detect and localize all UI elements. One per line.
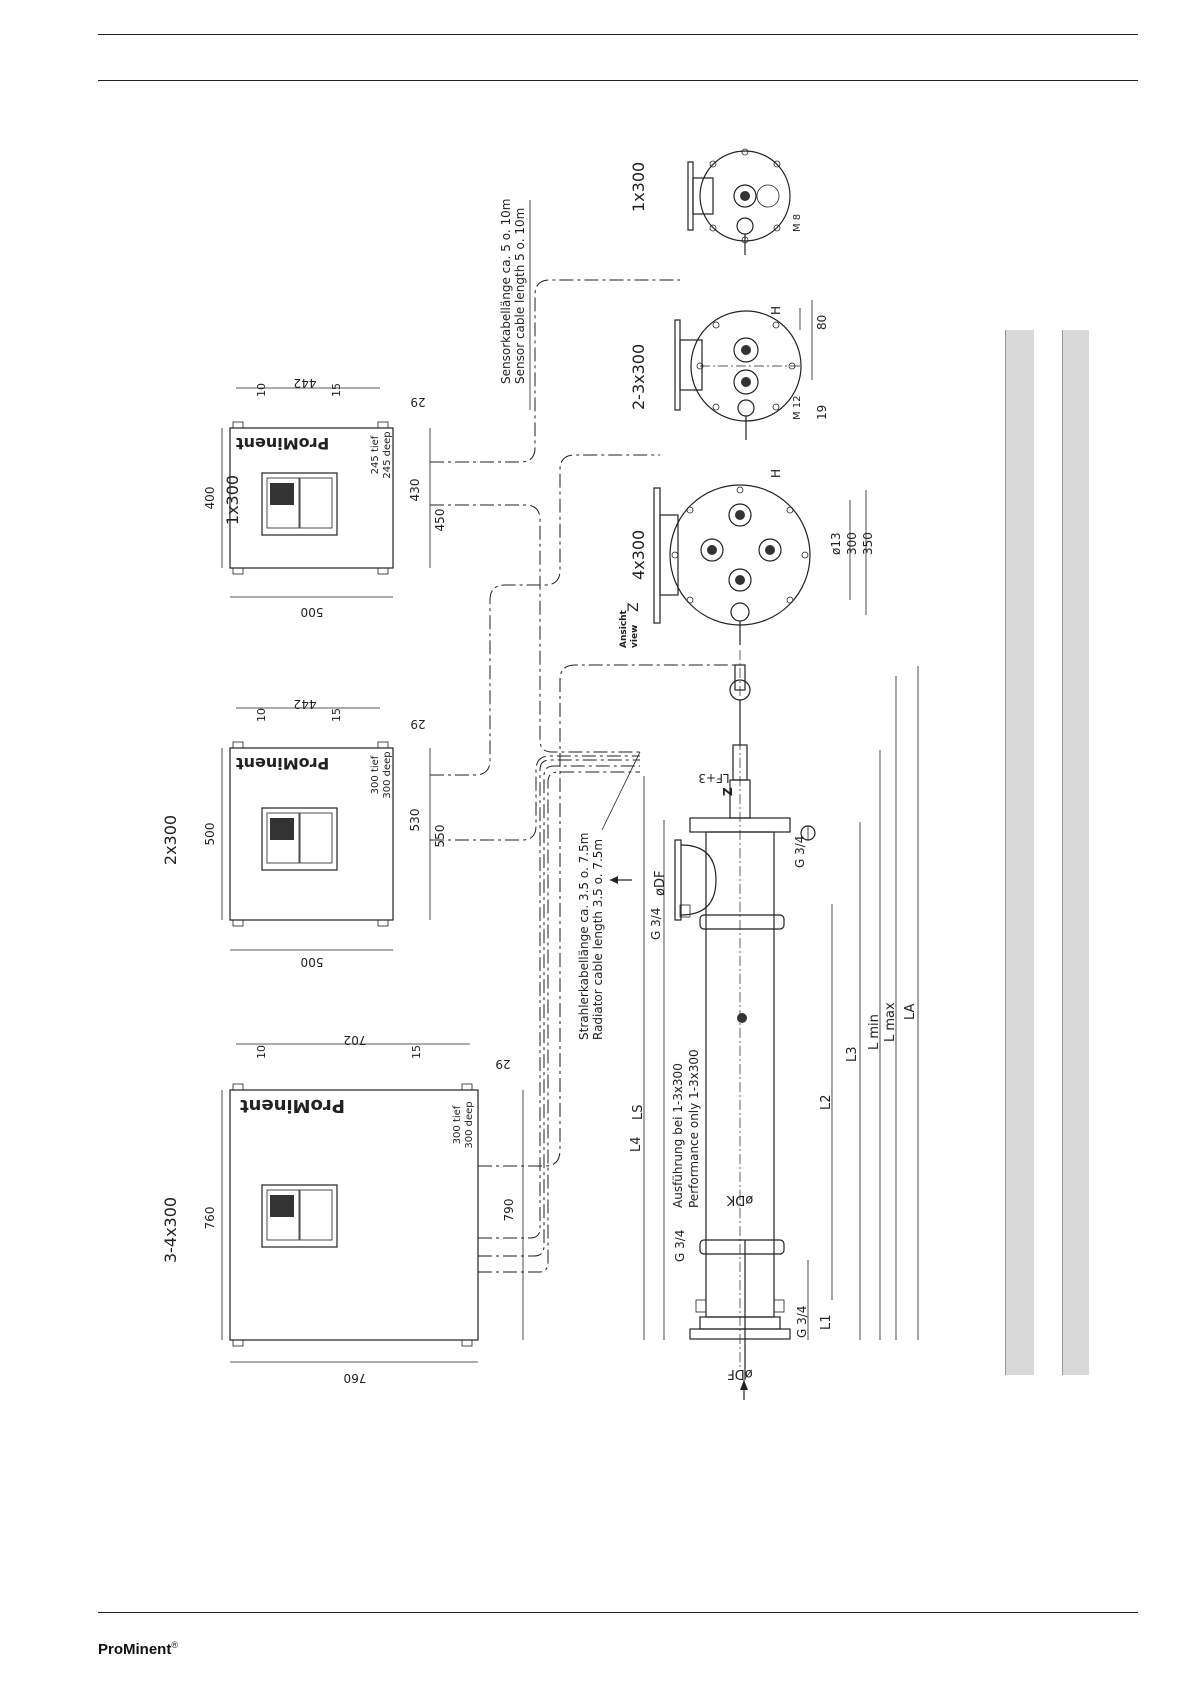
svg-text:300 deep: 300 deep bbox=[382, 751, 393, 798]
svg-text:Performance only 1-3x300: Performance only 1-3x300 bbox=[687, 1049, 701, 1208]
svg-text:15: 15 bbox=[410, 1045, 423, 1059]
svg-text:300 deep: 300 deep bbox=[464, 1101, 475, 1148]
sensor-cable-en: Sensor cable length 5 o. 10m bbox=[513, 208, 527, 384]
cabinet-1x300: ProMinent 1x300 400 500 430 450 442 10 1… bbox=[203, 376, 447, 619]
flange-2-3x300-title: 2-3x300 bbox=[629, 344, 648, 410]
svg-text:300 tief: 300 tief bbox=[452, 1105, 463, 1144]
svg-text:15: 15 bbox=[330, 383, 343, 397]
svg-text:ProMinent: ProMinent bbox=[236, 754, 330, 773]
svg-text:LS: LS bbox=[631, 1105, 646, 1121]
svg-text:245 deep: 245 deep bbox=[382, 431, 393, 478]
svg-text:550: 550 bbox=[433, 825, 447, 848]
cabinet-1x300-title: 1x300 bbox=[223, 475, 242, 525]
svg-text:H: H bbox=[769, 469, 783, 478]
svg-text:10: 10 bbox=[255, 1045, 268, 1059]
svg-text:760: 760 bbox=[344, 1371, 367, 1385]
svg-text:442: 442 bbox=[294, 376, 317, 390]
svg-text:M 12: M 12 bbox=[792, 395, 803, 420]
svg-text:300 tief: 300 tief bbox=[370, 755, 381, 794]
svg-text:L3: L3 bbox=[845, 1046, 860, 1062]
svg-text:442: 442 bbox=[294, 697, 317, 711]
svg-text:29: 29 bbox=[495, 1057, 510, 1071]
svg-text:790: 790 bbox=[502, 1199, 516, 1222]
svg-text:G 3/4: G 3/4 bbox=[649, 908, 663, 940]
svg-text:L1: L1 bbox=[819, 1314, 834, 1330]
svg-text:ProMinent: ProMinent bbox=[240, 1095, 345, 1116]
svg-text:H: H bbox=[769, 306, 783, 315]
svg-text:29: 29 bbox=[410, 395, 425, 409]
svg-text:L min: L min bbox=[867, 1014, 882, 1050]
svg-text:400: 400 bbox=[203, 487, 217, 510]
svg-text:530: 530 bbox=[408, 809, 422, 832]
svg-text:Z: Z bbox=[721, 787, 735, 796]
svg-text:702: 702 bbox=[344, 1033, 367, 1047]
svg-text:Ansicht: Ansicht bbox=[619, 609, 629, 648]
svg-text:300: 300 bbox=[845, 532, 859, 555]
svg-text:500: 500 bbox=[203, 823, 217, 846]
sensor-cable-de: Sensorkabellänge ca. 5 o. 10m bbox=[499, 199, 513, 384]
svg-text:LF+3: LF+3 bbox=[698, 771, 729, 785]
header-rule-bottom bbox=[98, 80, 1138, 81]
cabinet-3-4x300-title: 3-4x300 bbox=[161, 1197, 180, 1263]
svg-text:øDF: øDF bbox=[727, 1366, 752, 1381]
header-rule-top bbox=[98, 34, 1138, 35]
svg-text:G 3/4: G 3/4 bbox=[795, 1306, 809, 1338]
svg-text:view: view bbox=[630, 625, 640, 648]
radiator-cable-de: Strahlerkabellänge ca. 3.5 o. 7.5m bbox=[577, 833, 591, 1040]
svg-text:G 3/4: G 3/4 bbox=[793, 836, 807, 868]
radiator-cable-en: Radiator cable length 3.5 o. 7.5m bbox=[591, 839, 605, 1040]
reactor-side-view: G 3/4 G 3/4 G 3/4 G 3/4 øDF øDF øDK LF+3… bbox=[610, 650, 919, 1400]
cabinet-3-4x300: ProMinent 3-4x300 760 760 790 702 10 15 … bbox=[161, 1033, 524, 1385]
cables: Sensorkabellänge ca. 5 o. 10m Sensor cab… bbox=[430, 199, 740, 1273]
svg-text:430: 430 bbox=[408, 479, 422, 502]
side-bar-left bbox=[1005, 330, 1034, 1375]
flange-1x300-title: 1x300 bbox=[629, 162, 648, 212]
svg-text:245 tief: 245 tief bbox=[370, 435, 381, 474]
cabinet-2x300: ProMinent 2x300 500 500 530 550 442 10 1… bbox=[161, 697, 447, 969]
svg-text:500: 500 bbox=[301, 955, 324, 969]
svg-text:L4: L4 bbox=[629, 1136, 644, 1152]
svg-text:G 3/4: G 3/4 bbox=[673, 1230, 687, 1262]
svg-text:Ausführung bei 1-3x300: Ausführung bei 1-3x300 bbox=[671, 1063, 685, 1208]
svg-text:LA: LA bbox=[903, 1003, 918, 1020]
svg-text:10: 10 bbox=[255, 383, 268, 397]
footer-rule bbox=[98, 1612, 1138, 1613]
svg-text:M 8: M 8 bbox=[792, 214, 803, 232]
flange-view-2-3x300: 2-3x300 H 80 M 12 19 bbox=[629, 300, 829, 440]
flange-view-4x300: 4x300 H ø13 300 350 Z Ansicht view bbox=[619, 469, 875, 648]
footer-logo: ProMinent® bbox=[98, 1640, 178, 1658]
svg-text:L2: L2 bbox=[819, 1094, 834, 1110]
svg-text:19: 19 bbox=[815, 405, 829, 420]
svg-text:80: 80 bbox=[815, 315, 829, 330]
svg-text:760: 760 bbox=[203, 1207, 217, 1230]
svg-text:øDK: øDK bbox=[726, 1192, 753, 1207]
svg-text:450: 450 bbox=[433, 509, 447, 532]
svg-text:29: 29 bbox=[410, 717, 425, 731]
svg-text:øDF: øDF bbox=[653, 871, 668, 896]
svg-text:500: 500 bbox=[301, 605, 324, 619]
svg-text:Z: Z bbox=[626, 602, 642, 612]
flange-view-1x300: 1x300 M 8 bbox=[629, 148, 803, 255]
svg-text:10: 10 bbox=[255, 708, 268, 722]
side-bar-right bbox=[1062, 330, 1089, 1375]
flange-4x300-title: 4x300 bbox=[629, 530, 648, 580]
svg-text:350: 350 bbox=[861, 532, 875, 555]
cabinet-logo: ProMinent bbox=[236, 434, 330, 453]
svg-text:ø13: ø13 bbox=[829, 532, 843, 555]
svg-text:L max: L max bbox=[883, 1002, 898, 1042]
cabinet-2x300-title: 2x300 bbox=[161, 815, 180, 865]
svg-text:15: 15 bbox=[330, 708, 343, 722]
